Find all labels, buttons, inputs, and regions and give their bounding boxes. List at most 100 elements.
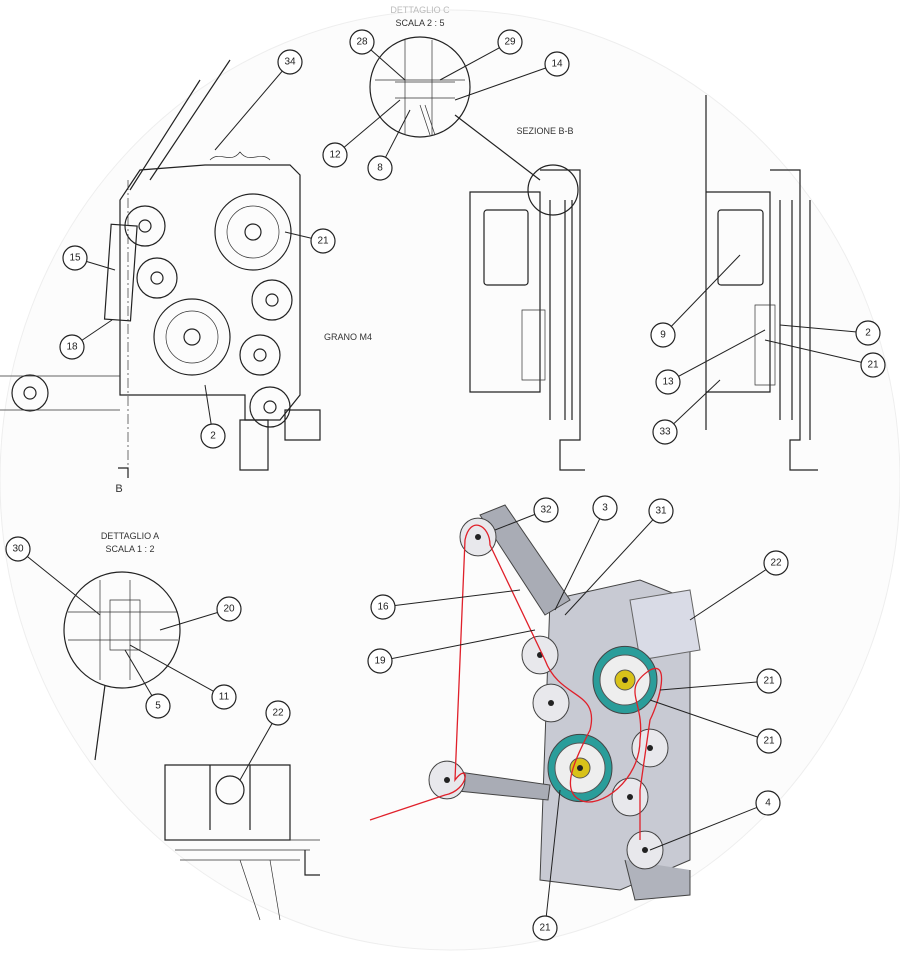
callout-balloon-21: 21: [532, 789, 561, 941]
leader-line: [554, 507, 606, 611]
detail-a-title: DETTAGLIO A: [101, 531, 159, 541]
callout-number: 13: [662, 377, 674, 388]
bracket-22: [629, 589, 701, 661]
callout-number: 32: [540, 505, 552, 516]
callout-number: 19: [374, 656, 386, 667]
callout-balloon-28: 28: [349, 29, 406, 81]
thread-path: [369, 524, 663, 840]
callout-balloon-13: 13: [655, 329, 766, 395]
callout-number: 5: [155, 701, 161, 712]
side-view: [705, 95, 818, 471]
leader-line: [649, 802, 769, 851]
leader-line: [214, 61, 291, 151]
callout-number: 8: [377, 163, 383, 174]
leader-line: [439, 41, 511, 81]
leader-line: [454, 63, 558, 101]
guide-pulley: [459, 517, 497, 557]
callout-balloon-33: 33: [652, 379, 721, 445]
detail-c-title: DETTAGLIO C: [390, 5, 450, 15]
callout-number: 3: [602, 503, 608, 514]
leader-line: [382, 589, 521, 608]
detail-c-scale: SCALA 2 : 5: [395, 18, 444, 28]
callout-number: 9: [660, 330, 666, 341]
callout-number: 14: [551, 59, 563, 70]
callout-balloon-21: 21: [284, 228, 336, 254]
section-bb-title: SEZIONE B-B: [516, 126, 573, 136]
leader-line: [544, 789, 561, 929]
callout-balloon-19: 19: [367, 629, 536, 674]
callout-number: 12: [329, 150, 341, 161]
leader-line: [239, 712, 279, 781]
callout-balloon-20: 20: [159, 596, 242, 631]
leader-line: [334, 99, 401, 156]
callout-number: 2: [865, 328, 871, 339]
callout-balloon-34: 34: [214, 49, 303, 151]
callout-balloon-14: 14: [454, 51, 570, 101]
leader-line: [689, 562, 777, 621]
guide-pulley: [631, 728, 669, 768]
leader-line: [649, 699, 770, 742]
callout-number: 29: [504, 37, 516, 48]
bottom-partial-view: [164, 764, 320, 921]
callout-balloon-11: 11: [129, 644, 237, 710]
spiral-pulley: [592, 645, 658, 715]
callout-number: 16: [377, 602, 389, 613]
callout-balloon-21: 21: [649, 699, 782, 754]
callout-balloon-2: 2: [200, 384, 226, 449]
leader-line: [664, 379, 721, 433]
callout-balloon-4: 4: [649, 790, 781, 851]
callout-number: 11: [219, 692, 230, 703]
callout-balloon-12: 12: [322, 99, 401, 168]
callout-balloon-5: 5: [124, 649, 171, 719]
callout-balloon-29: 29: [439, 29, 523, 81]
guide-pulley: [428, 760, 466, 800]
callout-balloon-21: 21: [659, 668, 782, 694]
callout-balloon-22: 22: [239, 700, 291, 781]
guide-pulley: [532, 683, 570, 723]
detail-c-view: [369, 36, 471, 138]
callout-number: 4: [765, 798, 771, 809]
callout-number: 21: [539, 923, 551, 934]
callout-balloon-21: 21: [764, 339, 886, 378]
isometric-assembly: [444, 504, 701, 901]
callout-balloon-2: 2: [779, 320, 881, 346]
detail-c-leader: [454, 114, 541, 181]
foot-bracket: [624, 859, 691, 901]
arm-32: [479, 504, 571, 616]
callout-balloon-15: 15: [62, 245, 116, 271]
leader-line: [659, 680, 770, 691]
spiral-pulley: [547, 733, 613, 803]
callout-balloon-9: 9: [650, 254, 741, 348]
leader-line: [17, 548, 101, 616]
callout-balloon-3: 3: [554, 495, 618, 611]
guide-pulley: [521, 635, 559, 675]
callout-balloon-18: 18: [59, 319, 113, 360]
callout-number: 33: [659, 427, 671, 438]
callout-balloon-31: 31: [564, 498, 674, 616]
callout-number: 21: [763, 736, 775, 747]
callout-number: 22: [272, 708, 284, 719]
guide-pulley: [626, 830, 664, 870]
callout-number: 20: [223, 604, 235, 615]
callout-number: 21: [317, 236, 329, 247]
callout-number: 21: [763, 676, 775, 687]
callout-number: 22: [770, 558, 782, 569]
leader-line: [129, 644, 225, 698]
leader-line: [564, 510, 662, 616]
leader-line: [662, 254, 741, 336]
grub-screw-label: GRANO M4: [324, 332, 372, 342]
front-view: [0, 59, 321, 478]
leader-line: [764, 339, 874, 366]
section-bb-view: [469, 164, 585, 471]
leader-line: [779, 324, 869, 334]
leader-line: [379, 629, 536, 662]
callout-number: 30: [12, 544, 24, 555]
section-mark-b: B: [115, 483, 122, 495]
leader-line: [667, 329, 766, 383]
guide-pulley: [611, 777, 649, 817]
callout-number: 15: [69, 253, 81, 264]
detail-a-view: [63, 571, 181, 761]
callout-balloon-16: 16: [370, 589, 521, 620]
